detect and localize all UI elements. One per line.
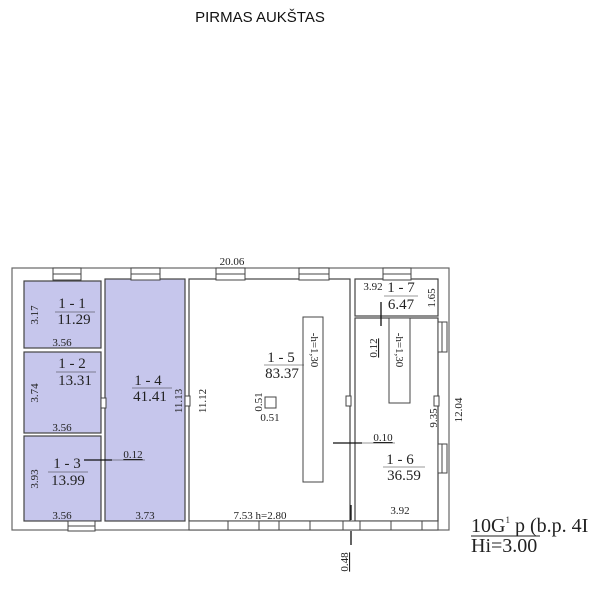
- wall-dim-0-12-b: 0.12: [368, 338, 380, 357]
- svg-text:13.99: 13.99: [51, 473, 85, 489]
- svg-text:3.93: 3.93: [29, 469, 41, 489]
- door-marker: [184, 395, 191, 407]
- svg-text:1 - 7: 1 - 7: [387, 280, 415, 296]
- room-label-1-3: 1 - 3 13.99 3.56 3.93: [29, 456, 88, 522]
- svg-text:3.56: 3.56: [52, 510, 72, 522]
- svg-text:1 - 5: 1 - 5: [267, 350, 295, 366]
- svg-text:10G1 p (b.p. 4I: 10G1 p (b.p. 4I: [471, 515, 588, 537]
- room-label-1-5: 1 - 5 83.37 7.53 h=2.80 11.12: [197, 350, 304, 522]
- room-label-1-4: 1 - 4 41.41 3.73 11.13: [132, 373, 185, 522]
- counter-fixture: [302, 316, 324, 483]
- wall-dim-0-10: 0.10: [373, 432, 393, 444]
- counter2-height: -h=1,30: [393, 333, 405, 368]
- plan-title: PIRMAS AUKŠTAS: [195, 9, 325, 26]
- room-1-3: [23, 435, 102, 522]
- svg-text:7.53 h=2.80: 7.53 h=2.80: [234, 510, 287, 522]
- overall-height: 12.04: [453, 397, 465, 422]
- column-height: 0.51: [253, 392, 265, 411]
- counter-fixture-2: [388, 317, 411, 404]
- svg-text:1 - 1: 1 - 1: [58, 296, 86, 312]
- building-code-legend: 10G1 p (b.p. 4I Hi=3.00: [471, 515, 588, 557]
- svg-text:36.59: 36.59: [387, 468, 421, 484]
- svg-text:1 - 3: 1 - 3: [53, 456, 81, 472]
- svg-text:1.65: 1.65: [426, 288, 438, 308]
- room-1-1: [23, 280, 102, 349]
- room-label-1-1: 1 - 1 11.29 3.56 3.17: [29, 296, 95, 349]
- svg-text:3.92: 3.92: [390, 505, 409, 517]
- svg-text:11.29: 11.29: [57, 312, 90, 328]
- column: [264, 396, 277, 409]
- svg-text:11.13: 11.13: [173, 388, 185, 413]
- room-label-1-2: 1 - 2 13.31 3.56 3.74: [29, 356, 96, 434]
- svg-text:1 - 2: 1 - 2: [58, 356, 86, 372]
- svg-text:3.74: 3.74: [29, 383, 41, 403]
- room-1-7: [354, 278, 439, 317]
- svg-text:6.47: 6.47: [388, 297, 415, 313]
- door-marker: [433, 395, 440, 407]
- svg-text:83.37: 83.37: [265, 366, 299, 382]
- column-width: 0.51: [260, 412, 279, 424]
- wall-thickness: 0.48: [339, 552, 351, 572]
- svg-text:3.73: 3.73: [135, 510, 155, 522]
- svg-text:1 - 6: 1 - 6: [386, 452, 414, 468]
- door-marker: [100, 397, 107, 409]
- wall-dim-0-12: 0.12: [123, 449, 142, 461]
- svg-text:Hi=3.00: Hi=3.00: [471, 535, 537, 557]
- overall-width: 20.06: [220, 256, 245, 268]
- door-marker: [345, 395, 352, 407]
- room-label-1-6: 1 - 6 36.59 3.92 9.35: [383, 408, 440, 517]
- svg-text:9.35: 9.35: [428, 408, 440, 428]
- svg-text:3.56: 3.56: [52, 337, 72, 349]
- room-label-1-7: 3.92 1 - 7 6.47 1.65: [363, 280, 438, 313]
- svg-text:11.12: 11.12: [197, 389, 209, 413]
- svg-text:41.41: 41.41: [133, 389, 167, 405]
- room-1-2: [23, 351, 102, 434]
- svg-text:3.92: 3.92: [363, 281, 382, 293]
- windows: [52, 267, 448, 532]
- svg-text:1 - 4: 1 - 4: [134, 373, 162, 389]
- svg-text:3.17: 3.17: [29, 305, 41, 325]
- svg-text:13.31: 13.31: [58, 373, 92, 389]
- counter-height: -h=1,30: [308, 333, 320, 368]
- svg-text:3.56: 3.56: [52, 422, 72, 434]
